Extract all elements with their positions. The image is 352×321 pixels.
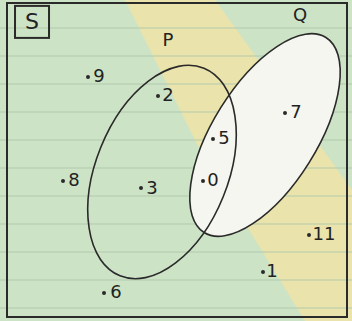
set-outline [84,26,240,284]
set-outline [59,43,265,300]
set-name: S [14,5,50,39]
set-outline [160,10,352,260]
set-fill [160,10,352,260]
set-element: 1 [266,261,277,281]
set-element: 5 [218,128,229,148]
set-element: 7 [290,102,301,122]
set-element: 2 [162,85,173,105]
set-element: 6 [110,282,121,302]
universal-set: S986111P23Q7 [6,2,348,318]
set-name: P [163,30,174,50]
element-dots [61,75,311,295]
set-ellipse: Q7 [186,4,344,240]
set-element: 9 [93,66,104,86]
set-element: 11 [313,224,336,244]
set-element: 3 [146,178,157,198]
set-name: Q [293,5,307,25]
set-element: 0 [207,170,218,190]
set-ellipse: P 2 3 [84,26,240,284]
set-outline [186,4,344,240]
set-element: 8 [68,170,79,190]
